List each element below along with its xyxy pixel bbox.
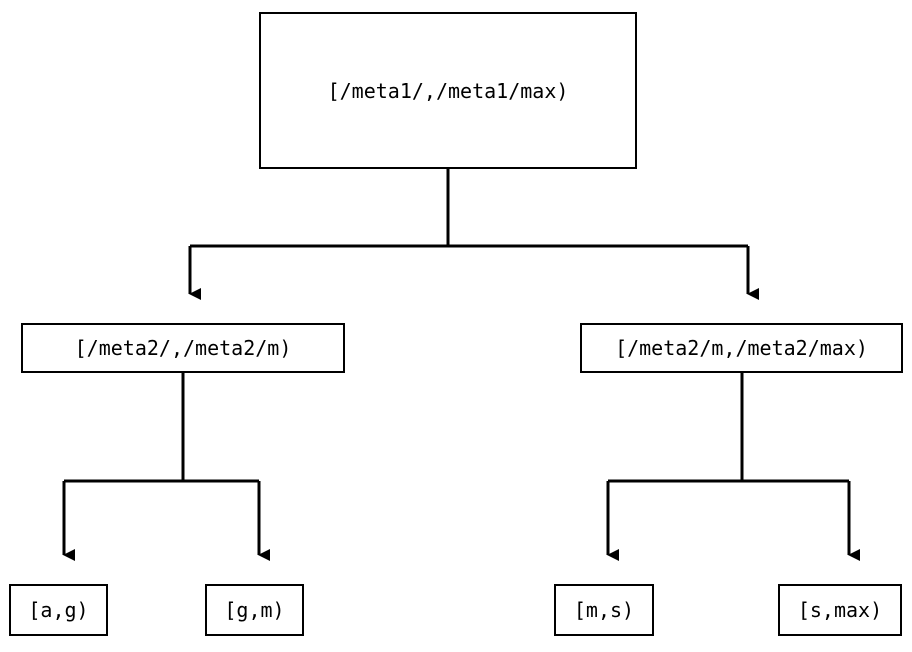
tree-node-meta2-lower[interactable]: [/meta2/,/meta2/m) xyxy=(21,323,345,373)
tree-node-meta2-lower-label: [/meta2/,/meta2/m) xyxy=(74,336,292,360)
tree-node-meta2-upper[interactable]: [/meta2/m,/meta2/max) xyxy=(580,323,903,373)
edge-root-to-level2 xyxy=(188,169,759,300)
tree-leaf-s-max-label: [s,max) xyxy=(797,598,883,622)
tree-leaf-g-m-label: [g,m) xyxy=(224,598,285,622)
tree-node-root[interactable]: [/meta1/,/meta1/max) xyxy=(259,12,637,169)
tree-leaf-g-m[interactable]: [g,m) xyxy=(205,584,304,636)
tree-node-root-label: [/meta1/,/meta1/max) xyxy=(327,78,569,103)
tree-node-meta2-upper-label: [/meta2/m,/meta2/max) xyxy=(615,336,868,360)
tree-leaf-a-g[interactable]: [a,g) xyxy=(9,584,108,636)
tree-leaf-m-s[interactable]: [m,s) xyxy=(554,584,654,636)
tree-leaf-m-s-label: [m,s) xyxy=(573,598,635,622)
tree-leaf-s-max[interactable]: [s,max) xyxy=(778,584,902,636)
tree-leaf-a-g-label: [a,g) xyxy=(28,598,89,622)
edge-l2left-to-leaves xyxy=(62,373,270,561)
edge-l2right-to-leaves xyxy=(606,373,860,561)
